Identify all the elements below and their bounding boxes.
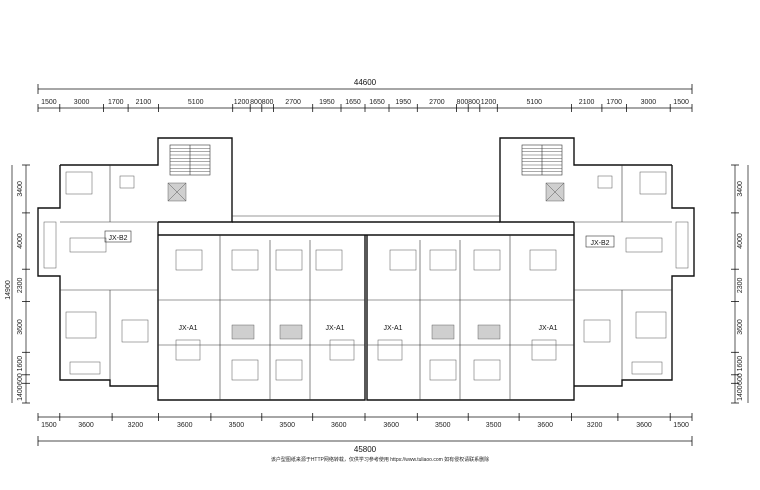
top-total-dimension: 44600 bbox=[354, 78, 377, 87]
right-dimension-label: 2300 bbox=[737, 278, 744, 294]
bottom-total-dimension: 45800 bbox=[354, 445, 377, 454]
top-dimension-label: 2100 bbox=[579, 99, 595, 106]
right-dimension-label: 1400 bbox=[737, 385, 744, 401]
bottom-dimension-label: 3600 bbox=[383, 422, 399, 429]
unit-label-jx-b2-right: JX-B2 bbox=[585, 235, 615, 248]
top-dimension-label: 3000 bbox=[641, 99, 657, 106]
top-dimension-label: 1200 bbox=[234, 99, 250, 106]
bottom-dimension-label: 1500 bbox=[41, 422, 57, 429]
top-dimension-label: 800 bbox=[457, 99, 469, 106]
stair-right bbox=[521, 144, 565, 202]
unit-label-jx-a1-4: JX-A1 bbox=[538, 325, 557, 332]
top-dimension-label: 2700 bbox=[429, 99, 445, 106]
unit-label-text: JX-B2 bbox=[590, 240, 609, 247]
bottom-dimension-chain: 45800 1500 3600 3200 3600 3500 3500 3600 3600 35… bbox=[37, 413, 693, 454]
furniture-right-wing bbox=[583, 171, 689, 375]
right-dimension-label: 600 bbox=[737, 373, 744, 385]
furniture-left-wing bbox=[43, 171, 149, 375]
bottom-dimension-label: 3200 bbox=[587, 422, 603, 429]
bottom-dimension-label: 3600 bbox=[331, 422, 347, 429]
top-dimension-label: 1500 bbox=[41, 99, 57, 106]
unit-label-jx-a1-1: JX-A1 bbox=[178, 325, 197, 332]
bottom-dimension-label: 1500 bbox=[673, 422, 689, 429]
top-dimension-label: 3000 bbox=[74, 99, 90, 106]
unit-label-text: JX-B2 bbox=[108, 235, 127, 242]
bottom-dimension-label: 3500 bbox=[279, 422, 295, 429]
source-footer: 该户型图纸来源于HTTP网络转载，仅供学习参考使用 https://www.tu… bbox=[270, 457, 490, 463]
right-dimension-label: 1600 bbox=[737, 356, 744, 372]
bottom-dimension-label: 3600 bbox=[177, 422, 193, 429]
left-dimension-label: 600 bbox=[17, 373, 24, 385]
top-dimension-label: 1950 bbox=[395, 99, 411, 106]
right-dimension-label: 3600 bbox=[737, 319, 744, 335]
bottom-dimension-label: 3600 bbox=[636, 422, 652, 429]
left-dimension-label: 1600 bbox=[17, 356, 24, 372]
top-dimension-label: 1650 bbox=[345, 99, 361, 106]
unit-label-jx-a1-3: JX-A1 bbox=[383, 325, 402, 332]
top-dimension-label: 1500 bbox=[673, 99, 689, 106]
stair-left bbox=[167, 144, 211, 202]
top-dimension-label: 1700 bbox=[606, 99, 622, 106]
top-dimension-label: 2100 bbox=[136, 99, 152, 106]
bottom-dimension-label: 3500 bbox=[486, 422, 502, 429]
left-dimension-label: 3400 bbox=[17, 181, 24, 197]
top-dimension-label: 5100 bbox=[527, 99, 543, 106]
left-dimension-label: 2300 bbox=[17, 278, 24, 294]
bottom-dimension-label: 3500 bbox=[435, 422, 451, 429]
top-dimension-label: 1950 bbox=[319, 99, 335, 106]
top-dimension-label: 800 bbox=[468, 99, 480, 106]
furniture-center bbox=[175, 249, 557, 381]
left-total-dimension: 14900 bbox=[5, 280, 12, 300]
top-dimension-label: 1700 bbox=[108, 99, 124, 106]
right-dimension-label: 3400 bbox=[737, 181, 744, 197]
left-dimension-label: 3600 bbox=[17, 319, 24, 335]
left-dimension-label: 4000 bbox=[17, 233, 24, 249]
top-dimension-label: 800 bbox=[250, 99, 262, 106]
unit-label-jx-a1-2: JX-A1 bbox=[325, 325, 344, 332]
bottom-dimension-label: 3200 bbox=[128, 422, 144, 429]
building-outline bbox=[37, 137, 695, 401]
top-dimension-label: 1650 bbox=[369, 99, 385, 106]
top-dimension-label: 5100 bbox=[188, 99, 204, 106]
unit-label-jx-b2-left: JX-B2 bbox=[104, 230, 132, 243]
bottom-dimension-label: 3500 bbox=[229, 422, 245, 429]
top-dimension-label: 1200 bbox=[481, 99, 497, 106]
left-dimension-label: 1400 bbox=[17, 385, 24, 401]
top-dimension-label: 800 bbox=[262, 99, 274, 106]
bottom-dimension-label: 3600 bbox=[78, 422, 94, 429]
right-dimension-label: 4000 bbox=[737, 233, 744, 249]
top-dimension-label: 2700 bbox=[285, 99, 301, 106]
bottom-dimension-label: 3600 bbox=[537, 422, 553, 429]
